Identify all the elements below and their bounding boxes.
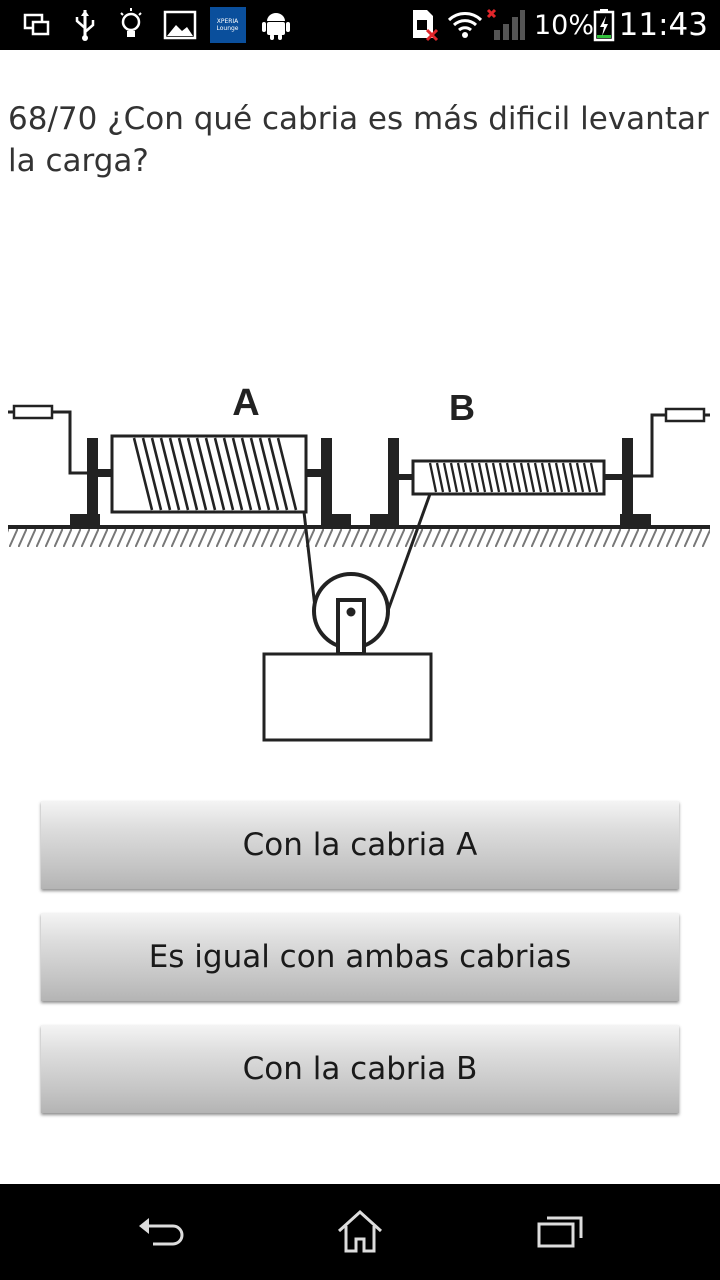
android-icon — [259, 8, 293, 42]
answer-button-a[interactable]: Con la cabria A — [41, 801, 679, 889]
clock: 11:43 — [618, 7, 708, 43]
xperia-lounge-icon: XPERIA Lounge — [209, 7, 246, 43]
wifi-icon — [446, 8, 484, 42]
answer-button-b[interactable]: Con la cabria B — [41, 1025, 679, 1113]
home-icon[interactable] — [315, 1202, 405, 1262]
signal-icon — [486, 8, 526, 42]
back-icon[interactable] — [115, 1202, 205, 1262]
sim-error-icon — [408, 8, 442, 42]
screens-icon — [20, 8, 54, 42]
pulley-load — [262, 572, 433, 742]
image-icon — [162, 8, 198, 42]
navigation-bar — [0, 1184, 720, 1280]
winch-a: A — [8, 382, 351, 526]
battery-percent: 10% — [534, 10, 595, 41]
answer-button-equal[interactable]: Es igual con ambas cabrias — [41, 913, 679, 1001]
recent-apps-icon[interactable] — [515, 1202, 605, 1262]
label-b: B — [449, 387, 475, 428]
lightbulb-icon — [116, 8, 146, 42]
winch-b: B — [370, 387, 710, 526]
status-bar: XPERIA Lounge 10% 11:43 — [0, 0, 720, 50]
usb-icon — [68, 8, 102, 42]
xperia-label-1: XPERIA — [216, 18, 239, 25]
xperia-label-2: Lounge — [216, 25, 239, 32]
winch-diagram: A — [0, 368, 720, 758]
label-a: A — [232, 382, 259, 424]
battery-charging-icon — [592, 8, 616, 42]
question-text: 68/70 ¿Con qué cabria es más dificil lev… — [8, 101, 709, 179]
